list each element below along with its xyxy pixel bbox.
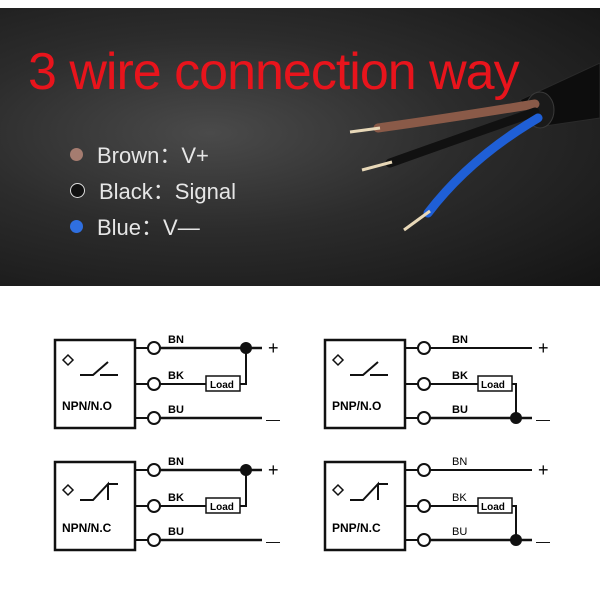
load-label: Load [481,380,505,391]
cable-photo [349,62,600,232]
blue-wire-tip [403,209,431,232]
plus-sign: + [268,338,279,358]
wire-label-bu: BU [452,526,467,538]
terminal-bu [417,411,431,425]
type-label: PNP/N.C [332,521,381,535]
wire-label-bu: BU [168,404,184,416]
plus-sign: + [268,460,279,480]
terminal-bu [147,533,161,547]
sensor-symbol-icon [331,483,345,497]
minus-sign: — [536,411,550,427]
type-label: NPN/N.C [62,521,112,535]
brown-dot [70,147,83,161]
brown-wire-tip [349,126,381,134]
wire-label-bk: BK [452,492,467,504]
sensor-symbol-icon [61,353,75,367]
junction-dot [510,534,522,546]
blue-dot [70,219,83,233]
blue-wire [423,113,543,218]
minus-sign: — [266,411,280,427]
terminal-bu [417,533,431,547]
type-label: PNP/N.O [332,399,381,413]
product-banner: 3 wire connection way Brown：V+ Black：Sig… [0,8,600,286]
switch-nc-icon [80,481,118,501]
legend-item-black: Black：Signal [70,172,236,208]
sensor-box [323,460,407,552]
plus-sign: + [538,338,549,358]
diagram-npn-nc: NPN/N.C BN BK BU Load + — [53,456,280,552]
wire-label-bu: BU [168,526,184,538]
legend-item-brown: Brown：V+ [70,136,236,172]
wire-label-bk: BK [168,492,184,504]
wire-label-bk: BK [452,370,468,382]
diagram-pnp-nc: PNP/N.C BN BK BU Load + — [323,456,550,552]
wiring-diagrams: NPN/N.O BN BK BU Load + — [0,300,600,590]
terminal-bn [147,463,161,477]
diagram-pnp-no: PNP/N.O BN BK BU Load + — [323,334,550,430]
wire-label-bu: BU [452,404,468,416]
junction-dot [510,412,522,424]
switch-nc-icon [350,481,388,501]
terminal-bk [417,499,431,513]
sensor-symbol-icon [61,483,75,497]
junction-dot [240,464,252,476]
plus-sign: + [538,460,549,480]
wire-label-bn: BN [452,334,468,346]
legend-text-blue: Blue：V— [97,215,200,240]
legend-item-blue: Blue：V— [70,208,236,244]
brown-wire [373,99,540,133]
sensor-symbol-icon [331,353,345,367]
black-wire-tip [361,160,393,172]
terminal-bk [147,377,161,391]
switch-no-icon [350,361,388,376]
terminal-bu [147,411,161,425]
banner-title: 3 wire connection way [28,43,520,101]
sensor-box [53,338,137,430]
sensor-box [323,338,407,430]
wire-label-bn: BN [452,456,467,468]
black-dot [70,182,85,198]
wire-color-legend: Brown：V+ Black：Signal Blue：V— [70,136,236,244]
black-wire [385,107,540,168]
load-label: Load [210,502,234,513]
switch-no-icon [80,361,118,376]
type-label: NPN/N.O [62,399,112,413]
wire-label-bn: BN [168,334,184,346]
terminal-bk [417,377,431,391]
legend-text-black: Black：Signal [99,179,236,204]
wiring-diagrams-svg: NPN/N.O BN BK BU Load + — [53,334,550,552]
terminal-bn [147,341,161,355]
diagram-npn-no: NPN/N.O BN BK BU Load + — [53,334,280,430]
terminal-bk [147,499,161,513]
wire-label-bk: BK [168,370,184,382]
legend-text-brown: Brown：V+ [97,143,209,168]
load-label: Load [481,502,505,513]
minus-sign: — [266,533,280,549]
minus-sign: — [536,533,550,549]
terminal-bn [417,463,431,477]
wire-label-bn: BN [168,456,184,468]
load-label: Load [210,380,234,391]
terminal-bn [417,341,431,355]
junction-dot [240,342,252,354]
sensor-box [53,460,137,552]
